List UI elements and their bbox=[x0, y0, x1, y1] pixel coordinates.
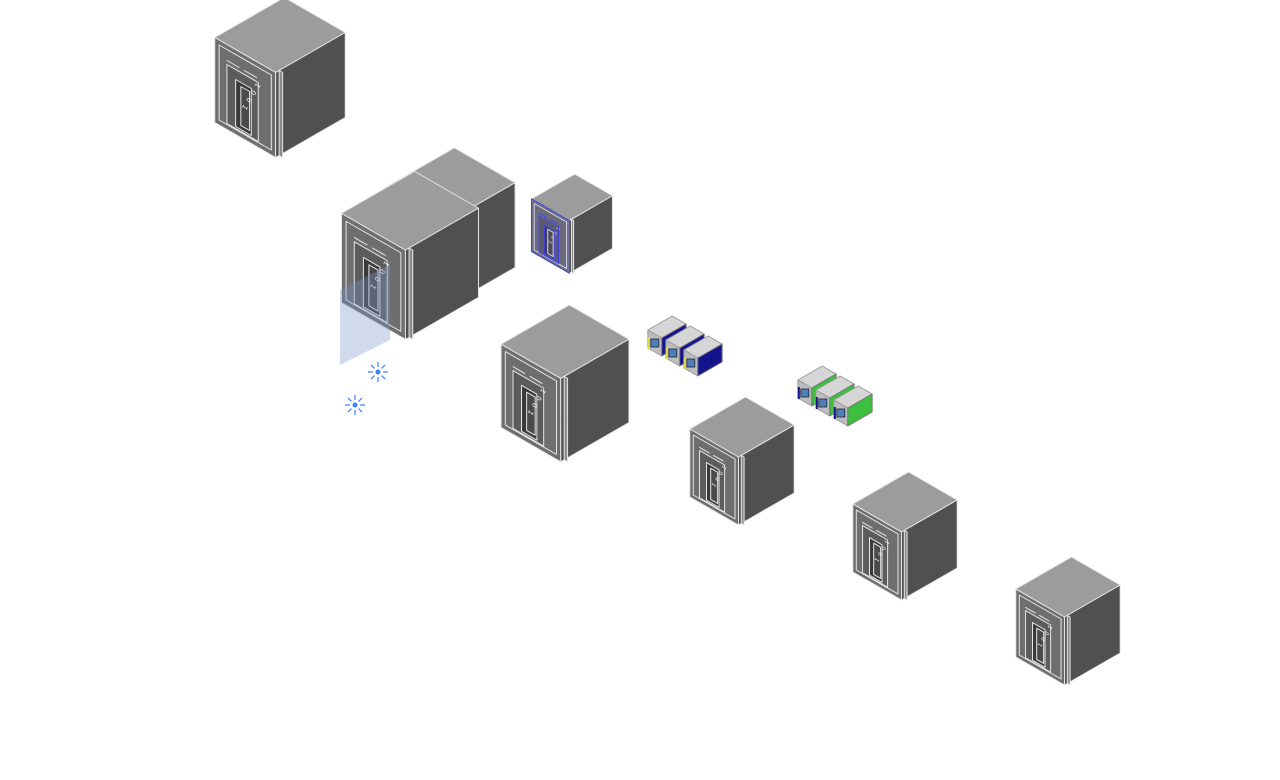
side-strip bbox=[1066, 614, 1071, 686]
grip-ray bbox=[381, 375, 386, 380]
connector-cell bbox=[836, 408, 846, 418]
front-frame bbox=[855, 509, 899, 595]
accessory-side bbox=[697, 343, 723, 377]
side-strip bbox=[903, 529, 908, 601]
grip-ray bbox=[370, 364, 375, 369]
grip-ray bbox=[347, 397, 352, 402]
control-window bbox=[873, 542, 882, 579]
handle bbox=[243, 70, 258, 78]
handle bbox=[875, 529, 887, 537]
side-strip bbox=[740, 454, 745, 526]
connector-cell bbox=[686, 358, 696, 368]
grip-dot bbox=[352, 402, 358, 408]
model-breaker-2-double[interactable]: I O O II O O I bbox=[340, 147, 516, 365]
control-window bbox=[547, 228, 554, 258]
handle bbox=[226, 60, 240, 68]
front-frame bbox=[692, 434, 736, 520]
model-breaker-5[interactable]: I O O I bbox=[689, 396, 795, 526]
grip-1-icon[interactable] bbox=[345, 395, 365, 415]
side-strip bbox=[278, 70, 284, 158]
model-accessory-2[interactable] bbox=[797, 365, 873, 427]
front-frame bbox=[504, 351, 557, 455]
front-frame bbox=[218, 44, 272, 151]
grip-dot bbox=[375, 369, 381, 375]
handle bbox=[529, 375, 543, 384]
grip-ray bbox=[370, 375, 375, 380]
handle bbox=[353, 237, 368, 246]
housing-side bbox=[738, 424, 795, 526]
handle bbox=[372, 247, 386, 256]
accessory-side bbox=[847, 393, 873, 427]
model-breaker-4[interactable]: I O O I bbox=[500, 304, 630, 463]
model-breaker-1[interactable]: I O O I bbox=[214, 0, 346, 158]
connector-cell bbox=[668, 348, 678, 358]
grip-ray bbox=[347, 408, 352, 413]
handle bbox=[862, 521, 873, 529]
control-window bbox=[710, 467, 719, 504]
control-window bbox=[368, 264, 379, 312]
selection-highlight bbox=[531, 198, 570, 274]
model-breaker-7[interactable]: I O O I bbox=[1015, 556, 1121, 686]
control-window bbox=[240, 86, 251, 131]
handle bbox=[512, 366, 526, 375]
grip-2-icon[interactable] bbox=[368, 362, 388, 382]
grip-ray bbox=[358, 397, 363, 402]
front-frame bbox=[345, 220, 402, 332]
housing-side bbox=[1064, 584, 1121, 686]
connector-cell bbox=[650, 338, 660, 348]
handle bbox=[1025, 606, 1036, 614]
front-frame bbox=[533, 203, 568, 270]
side-strip bbox=[570, 218, 575, 274]
selection-tint bbox=[340, 265, 390, 365]
connector-cell bbox=[800, 388, 810, 398]
side-strip bbox=[563, 375, 569, 463]
grip-ray bbox=[358, 408, 363, 413]
housing-side bbox=[404, 207, 480, 340]
front-frame bbox=[1018, 594, 1062, 680]
housing-side bbox=[560, 338, 630, 463]
housing-side bbox=[901, 499, 958, 601]
housing-side bbox=[275, 32, 346, 158]
handle bbox=[712, 454, 724, 462]
model-breaker-3-highlighted[interactable]: I O O I bbox=[531, 173, 613, 274]
grip-ray bbox=[381, 364, 386, 369]
connector-cell bbox=[818, 398, 828, 408]
handle bbox=[699, 446, 710, 454]
control-window bbox=[1036, 627, 1045, 664]
side-strip bbox=[408, 247, 414, 340]
model-breaker-6[interactable]: I O O I bbox=[852, 471, 958, 601]
model-accessory-1[interactable] bbox=[647, 315, 723, 377]
control-window bbox=[526, 391, 536, 436]
handle bbox=[1038, 614, 1050, 622]
